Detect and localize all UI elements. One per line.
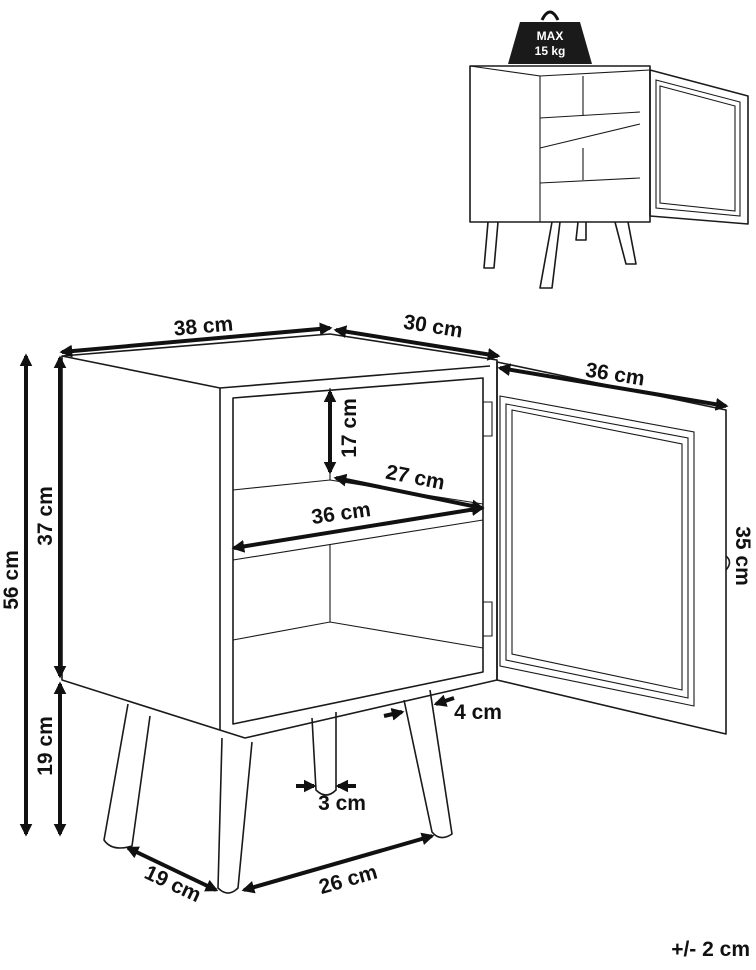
label-shelf-gap: 17 cm	[338, 398, 361, 458]
label-leg-height: 19 cm	[34, 716, 57, 776]
label-total-height: 56 cm	[0, 550, 23, 610]
weight-badge-icon: MAX 15 kg	[508, 10, 592, 64]
label-leg-inset: 4 cm	[454, 701, 502, 724]
dimension-arrows	[19, 322, 729, 894]
main-cabinet	[61, 333, 731, 894]
dimension-labels: 38 cm 30 cm 36 cm 17 cm 27 cm 36 cm 35 c…	[0, 311, 754, 908]
label-top-width: 38 cm	[173, 312, 234, 340]
label-inner-width: 36 cm	[310, 498, 372, 529]
label-leg-diameter: 3 cm	[318, 792, 366, 815]
label-top-depth: 30 cm	[402, 311, 464, 343]
tolerance-note: +/- 2 cm	[671, 938, 750, 961]
weight-badge-line1: MAX	[537, 29, 564, 43]
overview-cabinet: MAX 15 kg	[469, 10, 749, 289]
label-door-height: 35 cm	[731, 526, 754, 586]
label-body-height: 37 cm	[34, 486, 57, 546]
label-door-width: 36 cm	[584, 359, 646, 391]
weight-badge-line2: 15 kg	[535, 44, 566, 58]
